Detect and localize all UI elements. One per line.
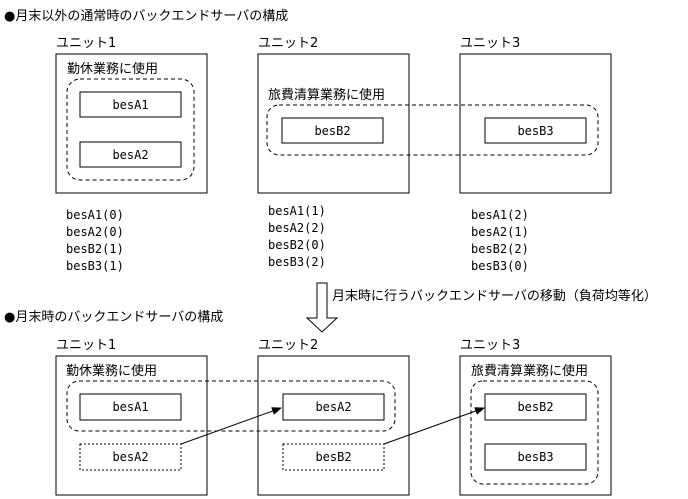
status-line: besA1(2): [471, 208, 529, 222]
s1-travel-group: [266, 104, 599, 156]
status-line: besA2(2): [268, 221, 326, 235]
s2-moved-besA2-label: besA2: [112, 450, 148, 464]
s1-unit3-status: besA1(2) besA2(1) besB2(2) besB3(0): [471, 208, 529, 273]
s2-unit3-box: [459, 355, 612, 496]
move-arrow-besA2: [180, 407, 282, 445]
status-line: besB2(2): [471, 242, 529, 256]
status-line: besB3(0): [471, 259, 529, 273]
s1-attendance-group-label: 勤休業務に使用: [67, 61, 158, 77]
s2-moved-besB2: [282, 443, 385, 471]
s1-unit1-label: ユニット1: [56, 36, 116, 51]
s1-server-besA2: [79, 141, 182, 168]
s2-server-besB2: [484, 393, 587, 421]
s2-server-besA1-label: besA1: [112, 400, 148, 414]
s1-server-besA2-label: besA2: [112, 148, 148, 162]
s1-unit1-box: [55, 53, 208, 194]
status-line: besB3(1): [66, 259, 124, 273]
status-line: besA2(0): [66, 225, 124, 239]
s2-server-besB3: [484, 443, 587, 471]
s2-unit2-label: ユニット2: [258, 338, 318, 353]
s2-travel-group: [470, 380, 599, 485]
s2-attendance-group-label: 勤休業務に使用: [66, 363, 157, 379]
s1-unit3-label: ユニット3: [460, 36, 520, 51]
status-line: besB3(2): [268, 255, 326, 269]
status-line: besB2(0): [268, 238, 326, 252]
s2-unit3-label: ユニット3: [460, 338, 520, 353]
s2-moved-besB2-label: besB2: [315, 450, 351, 464]
s1-server-besA1: [79, 91, 182, 118]
s1-server-besA1-label: besA1: [112, 98, 148, 112]
s2-unit2-box: [257, 355, 410, 496]
status-line: besA2(1): [471, 225, 529, 239]
status-line: besB2(1): [66, 242, 124, 256]
s1-server-besB2: [281, 117, 384, 144]
s1-travel-group-label: 旅費清算業務に使用: [268, 87, 385, 103]
move-arrow-besB2: [383, 407, 485, 445]
s2-server-besB3-label: besB3: [517, 450, 553, 464]
s1-server-besB3-label: besB3: [517, 124, 553, 138]
s2-unit1-label: ユニット1: [56, 338, 116, 353]
s1-unit2-status: besA1(1) besA2(2) besB2(0) besB3(2): [268, 204, 326, 269]
s2-server-besA2: [282, 393, 385, 421]
s1-server-besB2-label: besB2: [314, 124, 350, 138]
section2-title: ●月末時のバックエンドサーバの構成: [4, 310, 223, 325]
s2-attendance-group: [66, 380, 396, 432]
s2-server-besA1: [79, 393, 182, 421]
s1-unit1-status: besA1(0) besA2(0) besB2(1) besB3(1): [66, 208, 124, 273]
s2-server-besB2-label: besB2: [517, 400, 553, 414]
s2-moved-besA2: [79, 443, 182, 471]
down-arrow-icon: [305, 282, 339, 333]
s1-attendance-group: [66, 78, 195, 181]
s2-unit1-box: [55, 355, 208, 496]
s1-server-besB3: [484, 117, 587, 144]
s1-unit2-label: ユニット2: [258, 36, 318, 51]
s2-server-besA2-label: besA2: [315, 400, 351, 414]
status-line: besA1(1): [268, 204, 326, 218]
status-line: besA1(0): [66, 208, 124, 222]
section1-title: ●月末以外の通常時のバックエンドサーバの構成: [4, 9, 288, 24]
transition-label: 月末時に行うバックエンドサーバの移動（負荷均等化）: [332, 288, 657, 304]
s2-travel-group-label: 旅費清算業務に使用: [471, 363, 588, 379]
